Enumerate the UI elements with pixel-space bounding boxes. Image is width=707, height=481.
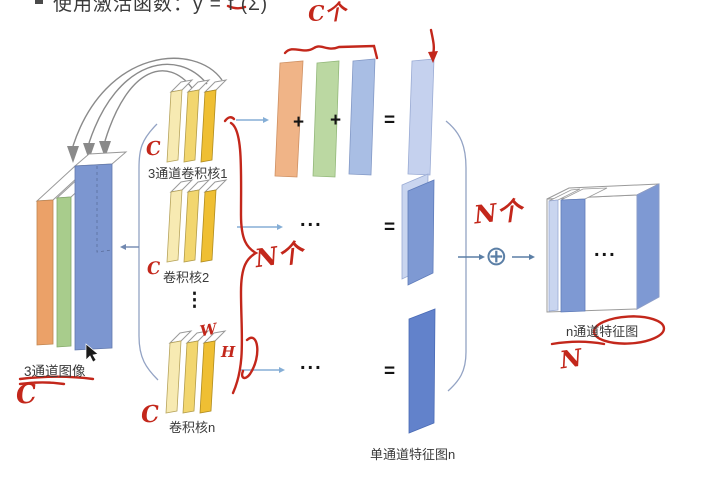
equals-row2: = <box>384 217 396 238</box>
image-channel-red <box>36 199 54 346</box>
red-swirl-h <box>240 336 259 380</box>
annotation-w: W <box>198 319 219 341</box>
annotation-c-image: C <box>14 379 39 411</box>
annotation-n-output: N <box>558 342 584 375</box>
red-down-arrowhead <box>428 51 438 63</box>
image-channel-green <box>56 196 72 348</box>
annotation-c-kernel1: C <box>145 137 163 161</box>
ellipsis-cube: ... <box>594 239 617 261</box>
red-brace-top-hook <box>223 116 236 123</box>
left-arrowhead <box>120 244 126 250</box>
clipped-bullet <box>35 0 43 4</box>
channel-product-planes <box>274 58 376 178</box>
equals-row1: = <box>384 110 396 131</box>
input-image-3channel <box>35 151 128 351</box>
combine-arrowhead-left <box>479 254 485 260</box>
cube-right-face <box>636 183 660 310</box>
feature-column-bracket-right <box>445 120 467 392</box>
row1-arrowhead <box>263 117 269 123</box>
red-underline-image-label-2 <box>18 381 66 386</box>
red-underline-top-formula <box>226 4 247 10</box>
row-arrows <box>236 119 279 371</box>
combine-arrowhead-right <box>529 254 535 260</box>
input-image-label: 3通道图像 <box>24 364 86 379</box>
row3-arrowhead <box>279 367 285 373</box>
sum-result-plane-n <box>408 308 436 434</box>
red-circle-feature-map <box>592 315 666 345</box>
red-overbrace-c-count <box>283 44 379 60</box>
sum-result-plane-1 <box>407 58 435 176</box>
feature-map-label: 单通道特征图n <box>370 447 456 462</box>
kernel-to-image-arcs <box>72 57 223 147</box>
slide-title-clipped: 使用激活函数：y = f (Σ) <box>53 0 269 15</box>
annotation-h: H <box>221 343 236 361</box>
red-down-arrow-shaft <box>429 28 436 56</box>
sum-result-plane-2 <box>401 173 435 286</box>
plus-operator-2: + <box>330 110 342 131</box>
annotation-c-kerneln: C <box>139 400 161 429</box>
annotation-n-count-kernels: N个 <box>253 237 305 274</box>
ellipsis-row2: ... <box>300 209 323 231</box>
output-label: n通道特征图 <box>566 324 639 339</box>
annotation-c-kernel2: C <box>146 258 162 280</box>
kernel2-label: 卷积核2 <box>163 270 210 285</box>
plus-operator-1: + <box>293 112 305 133</box>
output-cube <box>546 183 660 313</box>
kernel1-label: 3通道卷积核1 <box>148 166 228 181</box>
kernels-vertical-ellipsis: ⋮ <box>185 290 204 311</box>
red-brace-n-kernels <box>229 121 259 395</box>
image-channel-blue <box>74 163 113 351</box>
ellipsis-row3: ... <box>300 352 323 374</box>
oplus-symbol: ⊕ <box>485 241 508 271</box>
annotation-n-count-combine: N个 <box>472 195 524 230</box>
kerneln-label: 卷积核n <box>169 420 216 435</box>
annotation-c-count-planes: C个 <box>307 0 347 27</box>
row2-arrowhead <box>277 224 283 230</box>
arc-arrowheads <box>67 141 111 163</box>
kernel-group-2 <box>166 179 227 263</box>
cube-slab-dark <box>560 198 586 313</box>
red-underline-output-label <box>550 340 606 346</box>
kernel-group-1 <box>166 79 227 163</box>
kernel-column-bracket-left <box>120 123 159 381</box>
equals-row3: = <box>384 361 396 382</box>
kernel-group-n <box>165 330 226 414</box>
red-underline-image-label <box>18 375 95 381</box>
mouse-cursor[interactable] <box>85 343 99 363</box>
cube-slab-light <box>548 199 559 312</box>
